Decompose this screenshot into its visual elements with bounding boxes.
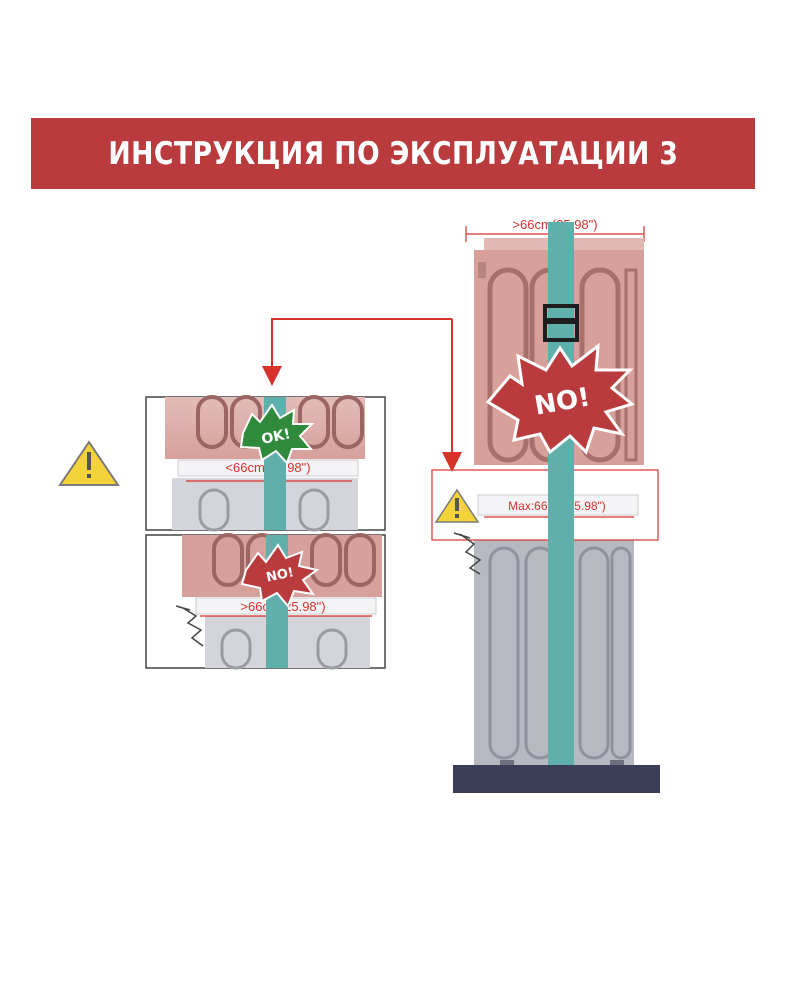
no-panel: >66cm(25.98") NO! bbox=[145, 533, 386, 670]
no-badge-small bbox=[240, 543, 320, 608]
ok-panel: <66cm(25.98") OK! bbox=[145, 395, 386, 532]
ok-badge bbox=[239, 403, 315, 465]
no-badge-large bbox=[485, 342, 636, 455]
connector-arrows bbox=[262, 318, 462, 472]
no-badge-small-label: NO! bbox=[265, 565, 295, 585]
appliance-stack: >66cm(25.98") Max:66cm(25.98") bbox=[431, 217, 660, 793]
warning-icon bbox=[434, 488, 480, 523]
title-banner: ИНСТРУКЦИЯ ПО ЭКСПЛУАТАЦИИ 3 bbox=[31, 118, 755, 189]
ok-badge-label: OK! bbox=[260, 426, 292, 448]
warning-icon bbox=[58, 440, 120, 486]
page-title: ИНСТРУКЦИЯ ПО ЭКСПЛУАТАЦИИ 3 bbox=[108, 135, 678, 172]
